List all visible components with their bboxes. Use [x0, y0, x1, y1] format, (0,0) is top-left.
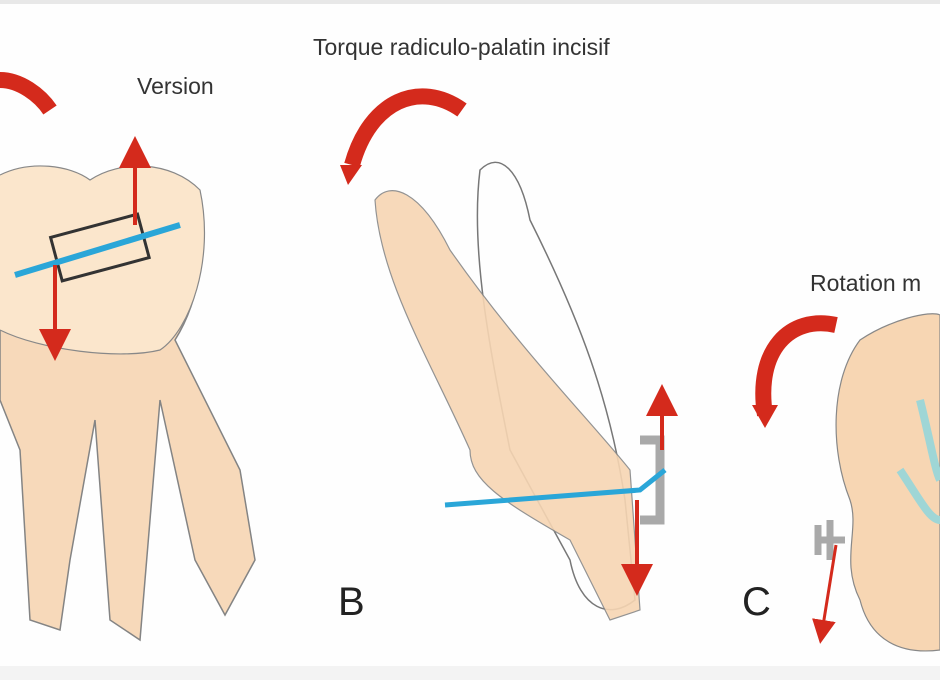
archwire	[14, 222, 181, 278]
incisor-bracket	[640, 435, 665, 525]
archwire	[444, 468, 667, 508]
bottom-border	[0, 666, 940, 680]
top-border	[0, 0, 940, 4]
torque-arrowhead	[340, 165, 362, 185]
version-curved-arrow	[0, 72, 57, 115]
molar-crown	[0, 165, 206, 355]
panel-b-letter: B	[338, 580, 365, 624]
rotation-force-arrow	[812, 544, 838, 644]
torque-curved-arrow	[344, 88, 467, 168]
incisor-tooth-illustration	[340, 88, 678, 621]
occlusal-tooth-shape	[835, 313, 940, 652]
occlusal-bracket	[814, 520, 845, 560]
molar-tooth-illustration	[0, 72, 256, 642]
panel-c-label: Rotation m	[810, 270, 922, 296]
occlusal-tooth-illustration	[752, 313, 940, 652]
panel-a-label: Version	[137, 73, 214, 99]
incisor-shape	[374, 190, 641, 621]
rotation-arrowhead	[752, 405, 778, 428]
panel-c-letter: C	[742, 580, 771, 624]
diagram-title: Torque radiculo-palatin incisif	[313, 34, 610, 60]
rotation-curved-arrow	[755, 315, 838, 417]
occlusal-grooves	[896, 399, 940, 524]
